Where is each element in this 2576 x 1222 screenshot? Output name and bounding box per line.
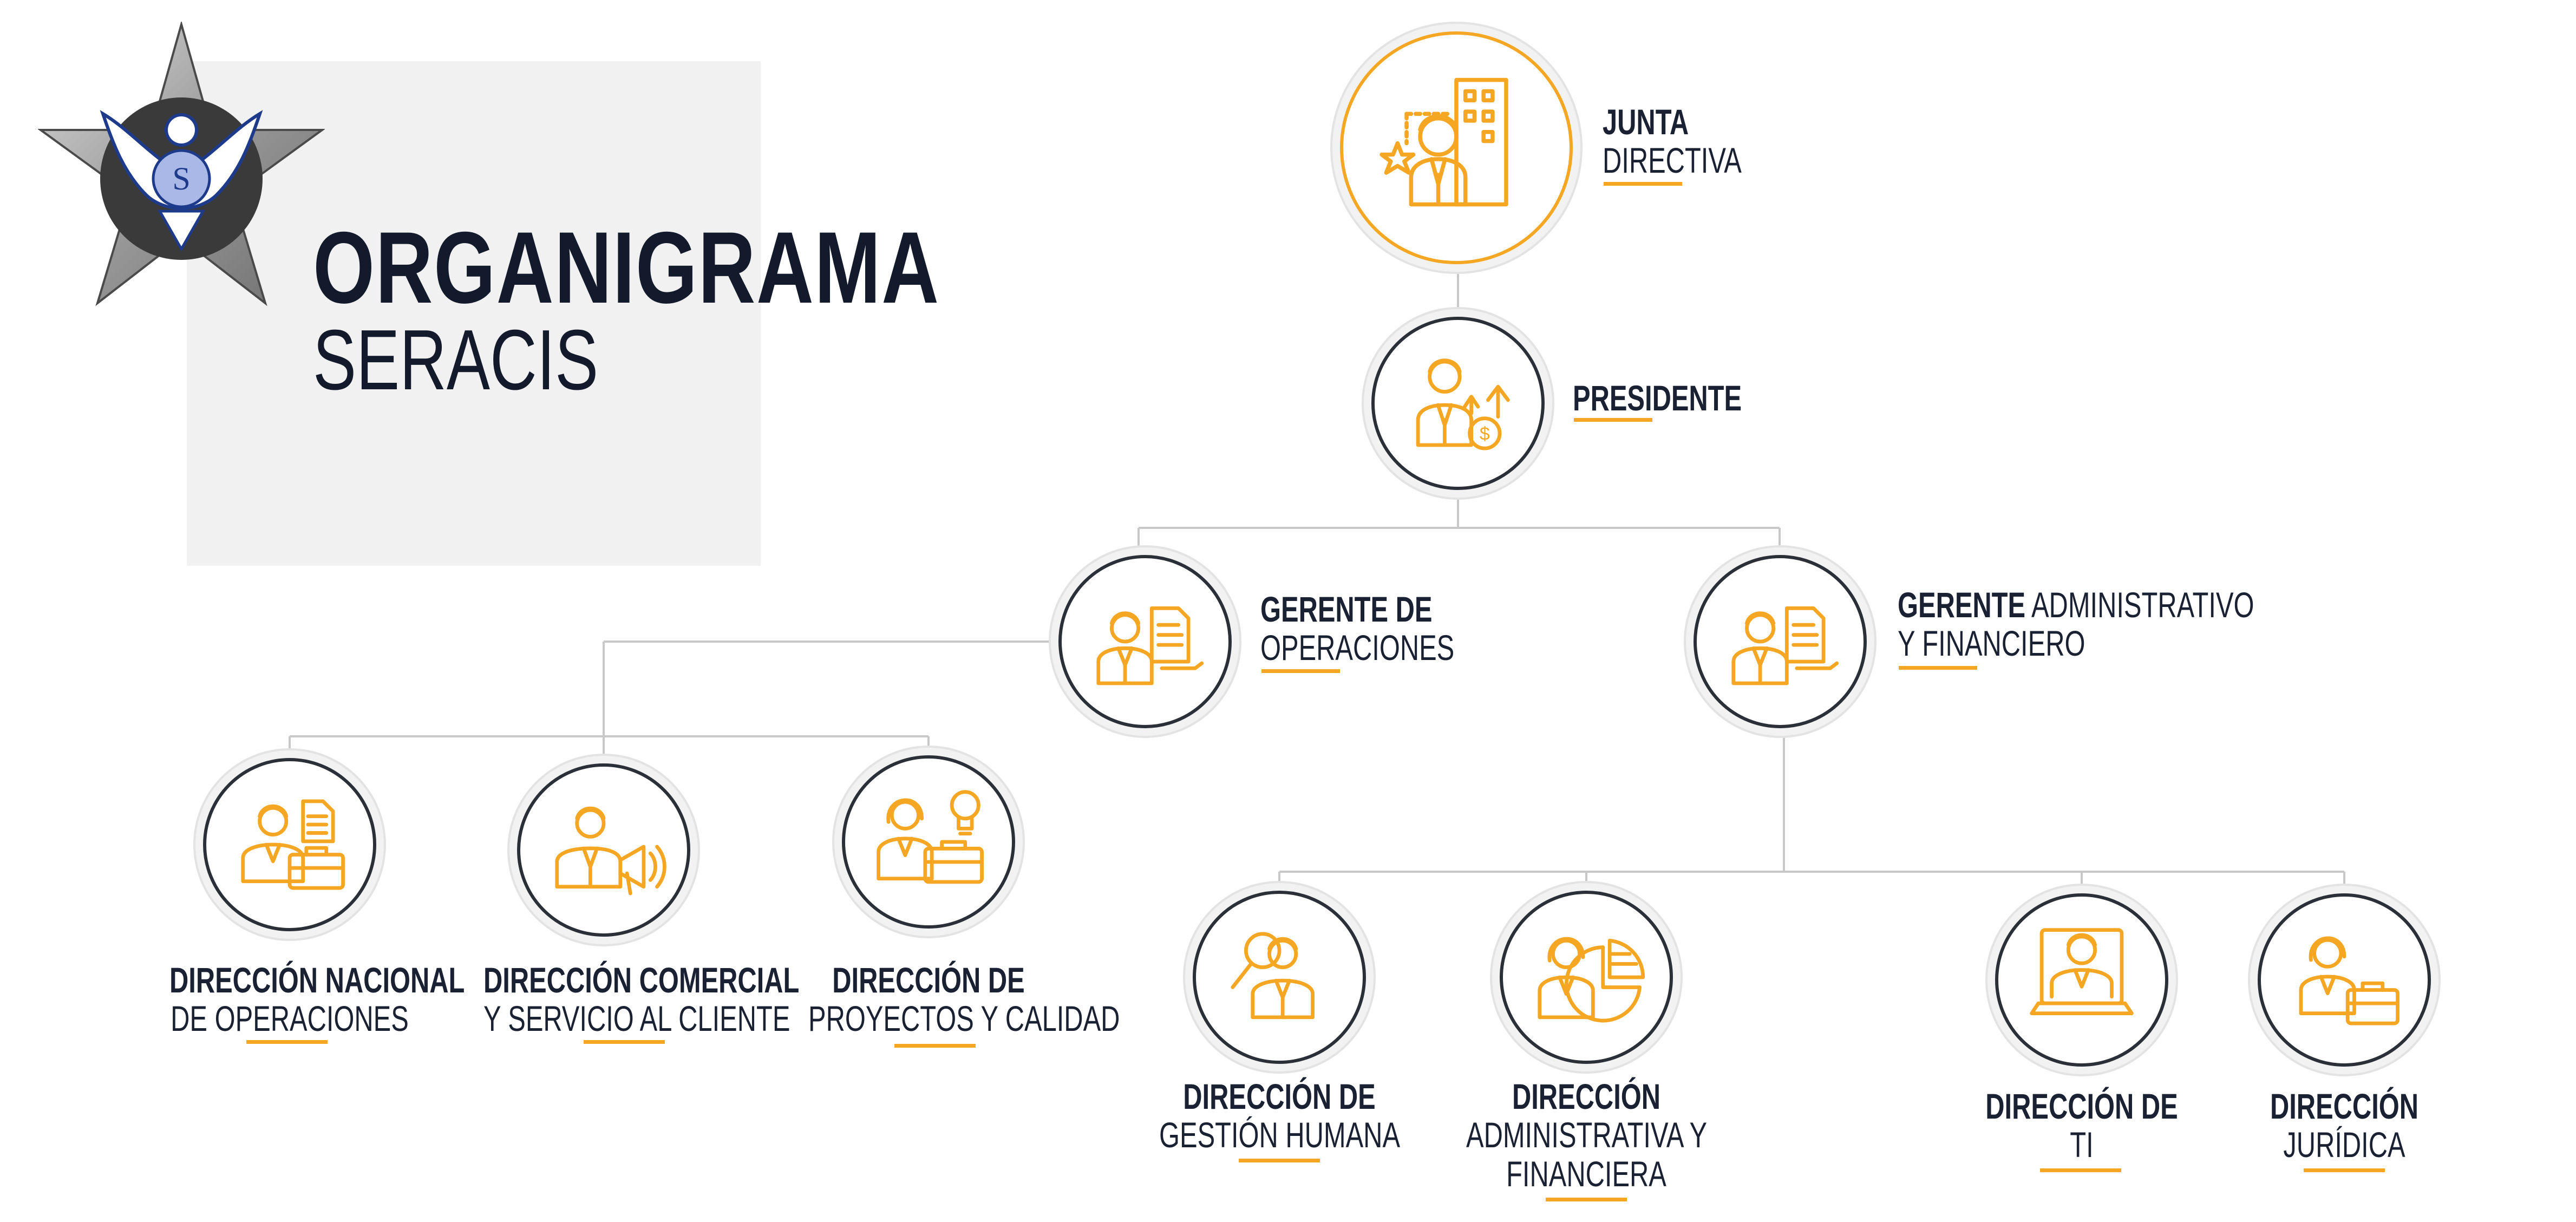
- label-junta-directiva: JUNTA DIRECTIVA: [1603, 102, 1742, 181]
- label-normal: PROYECTOS Y CALIDAD: [808, 998, 1120, 1039]
- label-presidente: PRESIDENTE: [1573, 378, 1742, 418]
- label-bold: DIRECCIÓN: [1512, 1076, 1661, 1116]
- label-normal: GESTIÓN HUMANA: [1159, 1115, 1401, 1155]
- worker-briefcase-document-icon: [241, 799, 345, 890]
- worker-megaphone-icon: [555, 806, 666, 896]
- label-bold: DIRECCIÓN COMERCIAL: [483, 960, 800, 1000]
- label-bold: GERENTE DE: [1260, 589, 1433, 629]
- node-direccion-gestion-humana: [1193, 891, 1366, 1064]
- eagle-star-logo: S: [38, 22, 325, 306]
- label-normal: JURÍDICA: [2283, 1125, 2405, 1165]
- label-normal: FINANCIERA: [1506, 1153, 1666, 1194]
- label-direccion-gestion-humana: DIRECCIÓN DE GESTIÓN HUMANA: [1159, 1077, 1400, 1155]
- label-gerente-operaciones: GERENTE DE OPERACIONES: [1260, 590, 1454, 668]
- label-bold: PRESIDENTE: [1573, 378, 1742, 418]
- underline: [1604, 182, 1682, 186]
- label-normal: TI: [2070, 1125, 2094, 1165]
- person-laptop-icon: [2030, 928, 2134, 1015]
- label-direccion-juridica: DIRECCIÓN JURÍDICA: [2224, 1087, 2464, 1165]
- underline: [1546, 1198, 1627, 1201]
- node-direccion-juridica: [2258, 893, 2431, 1067]
- label-bold: DIRECCIÓN NACIONAL: [169, 960, 465, 1000]
- underline: [1574, 418, 1652, 422]
- label-direccion-nacional: DIRECCIÓN NACIONAL DE OPERACIONES: [169, 960, 465, 1039]
- label-normal: DIRECTIVA: [1603, 140, 1742, 181]
- person-magnifier-icon: [1231, 932, 1315, 1020]
- underline: [1239, 1159, 1320, 1162]
- page-subtitle: SERACIS: [313, 312, 599, 408]
- woman-briefcase-icon: [2299, 936, 2400, 1025]
- underline: [584, 1040, 665, 1044]
- label-normal: OPERACIONES: [1260, 628, 1455, 668]
- underline: [246, 1040, 328, 1044]
- node-gerente-administrativo: [1694, 555, 1867, 728]
- label-direccion-proyectos: DIRECCIÓN DE PROYECTOS Y CALIDAD: [808, 960, 1120, 1038]
- label-normal: Y SERVICIO AL CLIENTE: [483, 998, 790, 1039]
- woman-idea-briefcase-icon: [877, 790, 984, 884]
- node-direccion-proyectos: [842, 755, 1015, 929]
- node-direccion-nacional: [203, 758, 376, 931]
- page-title: ORGANIGRAMA: [313, 211, 940, 324]
- node-direccion-comercial: [517, 763, 690, 937]
- label-direccion-administrativa: DIRECCIÓN ADMINISTRATIVA Y FINANCIERA: [1466, 1077, 1707, 1193]
- woman-pie-chart-icon: [1538, 937, 1645, 1023]
- svg-text:$: $: [1480, 424, 1490, 445]
- label-bold: DIRECCIÓN DE: [1985, 1086, 2178, 1126]
- node-direccion-administrativa: [1500, 891, 1673, 1064]
- label-bold: DIRECCIÓN DE: [832, 960, 1025, 1000]
- board-building-icon: [1379, 77, 1508, 207]
- label-bold: DIRECCIÓN: [2270, 1086, 2419, 1126]
- underline: [2040, 1168, 2121, 1172]
- label-direccion-comercial: DIRECCIÓN COMERCIAL Y SERVICIO AL CLIENT…: [483, 960, 799, 1038]
- manager-document-icon: [1096, 606, 1204, 685]
- node-direccion-ti: [1995, 893, 2168, 1067]
- label-bold: GERENTE: [1898, 585, 2026, 625]
- label-normal: ADMINISTRATIVO: [2025, 585, 2254, 625]
- label-bold: DIRECCIÓN DE: [1183, 1076, 1376, 1116]
- label-normal: Y FINANCIERO: [1898, 623, 2085, 664]
- manager-document-icon: [1731, 606, 1839, 685]
- node-gerente-operaciones: [1058, 555, 1232, 728]
- label-normal: DE OPERACIONES: [171, 998, 409, 1039]
- underline: [894, 1044, 976, 1048]
- node-junta-directiva: [1340, 31, 1573, 264]
- node-presidente: $: [1371, 317, 1545, 490]
- label-direccion-ti: DIRECCIÓN DE TI: [1962, 1087, 2202, 1165]
- underline: [1261, 669, 1340, 673]
- label-normal: ADMINISTRATIVA Y: [1466, 1115, 1708, 1155]
- label-bold: JUNTA: [1603, 102, 1689, 142]
- label-gerente-administrativo: GERENTE ADMINISTRATIVO Y FINANCIERO: [1898, 585, 2254, 664]
- underline: [1899, 666, 1977, 670]
- logo-letter: S: [172, 161, 190, 197]
- underline: [2304, 1168, 2385, 1172]
- president-money-growth-icon: $: [1416, 358, 1510, 450]
